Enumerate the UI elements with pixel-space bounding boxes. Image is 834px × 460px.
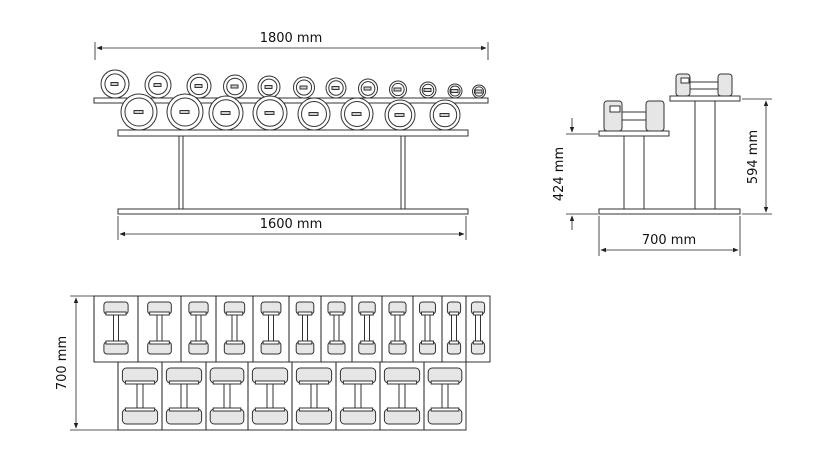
upper-dumbbell <box>186 73 212 99</box>
front-base <box>117 208 469 215</box>
top-upper-dumbbell <box>215 296 246 362</box>
lower-dumbbell <box>208 95 244 131</box>
upper-dumbbell <box>144 71 172 99</box>
lower-dumbbell <box>429 99 461 131</box>
dimension-front-base: 1600 mm <box>117 216 467 240</box>
lower-dumbbell <box>384 99 416 131</box>
top-lower-dumbbell <box>423 362 463 430</box>
top-upper-dumbbell <box>441 296 462 362</box>
dimension-front-top: 1800 mm <box>94 31 489 60</box>
front-upright-left <box>178 135 184 210</box>
top-upper-dumbbell <box>320 296 346 362</box>
upper-dumbbell <box>100 69 130 99</box>
upper-dumbbell <box>447 83 463 99</box>
top-lower-dumbbell <box>291 362 333 430</box>
side-high-platform <box>669 95 741 102</box>
lower-dumbbell <box>166 93 204 131</box>
dimension-side-high-height: 594 mm <box>742 98 772 215</box>
side-high-dumbbell <box>675 73 733 97</box>
side-view: 424 mm 594 mm 700 mm <box>552 73 772 256</box>
side-low-dumbbell <box>603 100 665 132</box>
top-upper-dumbbell <box>465 296 486 362</box>
lower-dumbbell <box>297 97 331 131</box>
top-lower-dumbbell <box>161 362 203 430</box>
upper-dumbbell <box>358 78 378 99</box>
dimension-label-700-side: 700 mm <box>642 233 696 248</box>
upper-dumbbell <box>257 75 281 99</box>
top-upper-dumbbell <box>180 296 209 362</box>
top-lower-dumbbell <box>117 362 159 430</box>
top-upper-dumbbell <box>93 296 129 362</box>
lower-dumbbell <box>120 93 158 131</box>
dimension-top-depth: 700 mm <box>55 295 118 431</box>
side-low-column <box>623 135 645 210</box>
dimension-label-424: 424 mm <box>552 147 567 201</box>
top-upper-dumbbell <box>412 296 436 362</box>
side-high-column <box>694 100 716 210</box>
side-base <box>598 208 741 215</box>
top-lower-dumbbell <box>379 362 421 430</box>
front-upright-right <box>400 135 406 210</box>
front-view: 1800 mm 1600 mm <box>93 31 489 240</box>
side-low-platform <box>598 130 670 137</box>
top-upper-row <box>93 295 491 363</box>
top-upper-dumbbell <box>381 296 407 362</box>
dimension-label-700-top: 700 mm <box>55 336 70 390</box>
top-lower-dumbbell <box>335 362 377 430</box>
upper-dumbbell <box>389 80 407 99</box>
top-upper-dumbbell <box>137 296 172 362</box>
dimension-side-low-height: 424 mm <box>552 118 598 230</box>
top-lower-row <box>117 361 467 431</box>
top-upper-dumbbell <box>351 296 376 362</box>
top-lower-dumbbell <box>247 362 289 430</box>
dimension-label-594: 594 mm <box>746 130 761 184</box>
lower-shelf <box>117 129 469 137</box>
upper-shelf <box>93 97 489 104</box>
top-lower-dumbbell <box>205 362 245 430</box>
lower-dumbbell-row <box>120 93 461 131</box>
lower-dumbbell <box>340 97 374 131</box>
top-view: 700 mm <box>55 295 491 431</box>
dimension-label-1600: 1600 mm <box>260 217 323 232</box>
lower-dumbbell <box>252 95 288 131</box>
upper-dumbbell-row <box>100 69 486 99</box>
upper-dumbbell <box>419 81 437 99</box>
upper-dumbbell <box>223 74 247 99</box>
top-upper-dumbbell <box>288 296 315 362</box>
upper-dumbbell <box>293 76 315 99</box>
top-upper-dumbbell <box>252 296 282 362</box>
dimension-side-depth: 700 mm <box>598 216 741 256</box>
upper-dumbbell <box>472 84 486 99</box>
upper-dumbbell <box>325 77 347 99</box>
dimension-label-1800: 1800 mm <box>260 31 323 46</box>
